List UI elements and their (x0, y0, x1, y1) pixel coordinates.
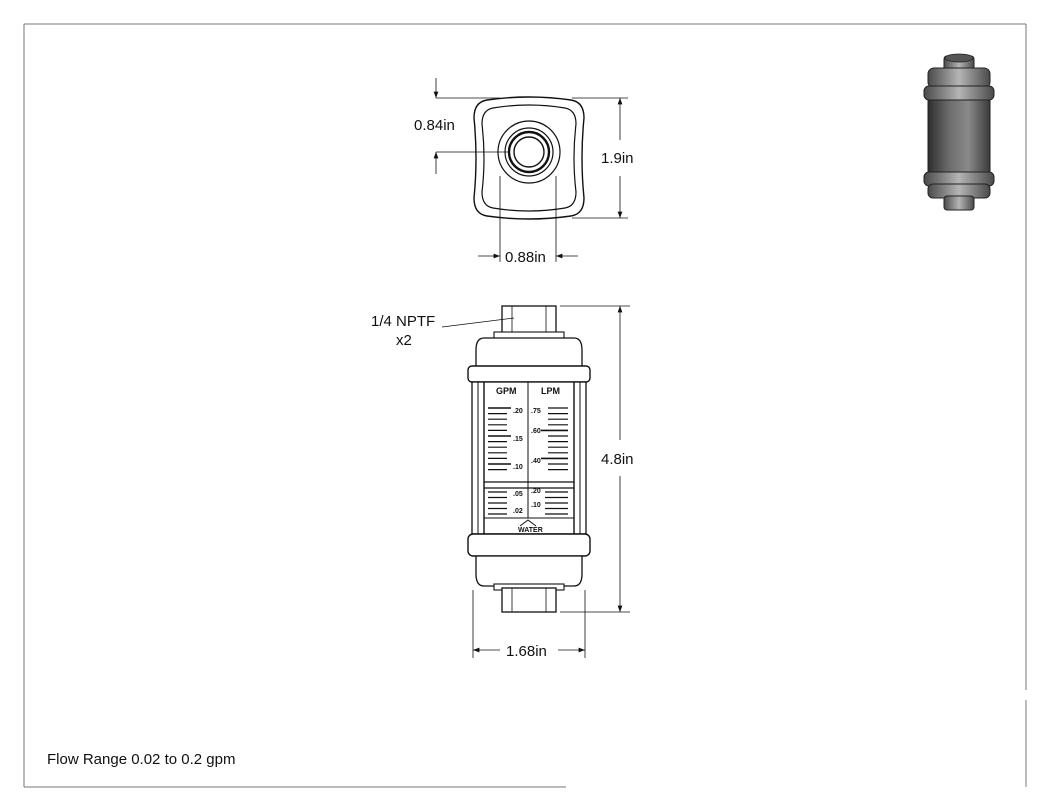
iso-bottom-port (943, 195, 975, 211)
top-view-inner-outline (481, 104, 577, 212)
port-ring (507, 130, 551, 174)
lpm-tick-label: .40 (531, 458, 541, 465)
top-cap (475, 337, 583, 369)
gpm-header: GPM (496, 386, 517, 396)
dim-1-9in: 1.9in (572, 97, 634, 219)
isometric-view (923, 53, 995, 211)
lpm-tick-label: .10 (531, 502, 541, 509)
dim-4-8in: 4.8in (560, 305, 634, 613)
lpm-tick-label: .75 (531, 408, 541, 415)
lpm-tick-label: .20 (531, 488, 541, 495)
port-note-line1: 1/4 NPTF (371, 313, 435, 330)
gpm-tick-label: .10 (513, 464, 523, 471)
top-view-outline (473, 96, 585, 220)
lpm-tick-label: .60 (531, 428, 541, 435)
dim-label-1-9in: 1.9in (601, 150, 634, 167)
gpm-tick-label: .20 (513, 408, 523, 415)
bottom-cap (475, 555, 583, 587)
iso-top-collar (923, 85, 995, 101)
top-port (501, 305, 557, 335)
front-view: GPM LPM .20 .15 .10 .05 .02 .75 .60 .40 … (371, 305, 634, 660)
dim-0-84in: 0.84in (414, 78, 510, 174)
dim-0-88in: 0.88in (478, 176, 578, 266)
lpm-header: LPM (541, 386, 560, 396)
dim-label-0-88in: 0.88in (505, 249, 546, 266)
dim-1-68in: 1.68in (472, 590, 586, 660)
port-mid-circle (504, 127, 554, 177)
port-callout: 1/4 NPTF x2 (371, 313, 515, 349)
bottom-collar (467, 533, 591, 557)
dim-label-0-84in: 0.84in (414, 117, 455, 134)
gpm-tick-label: .15 (513, 436, 523, 443)
water-icon (519, 519, 537, 527)
fluid-label: WATER (518, 527, 543, 534)
gpm-tick-label: .05 (513, 491, 523, 498)
top-view: 0.84in 1.9in 0.88in (414, 78, 634, 266)
iso-top-cap (927, 67, 991, 89)
iso-body (927, 99, 991, 175)
scale-ticks (488, 407, 568, 515)
port-note-line2: x2 (396, 332, 412, 349)
dim-label-1-68in: 1.68in (506, 643, 547, 660)
flow-range-note: Flow Range 0.02 to 0.2 gpm (47, 751, 235, 768)
sheet-border (23, 23, 1027, 788)
bottom-port (501, 587, 557, 613)
dim-label-4-8in: 4.8in (601, 451, 634, 468)
top-collar (467, 365, 591, 383)
port-bore (513, 136, 545, 168)
gpm-tick-label: .02 (513, 508, 523, 515)
